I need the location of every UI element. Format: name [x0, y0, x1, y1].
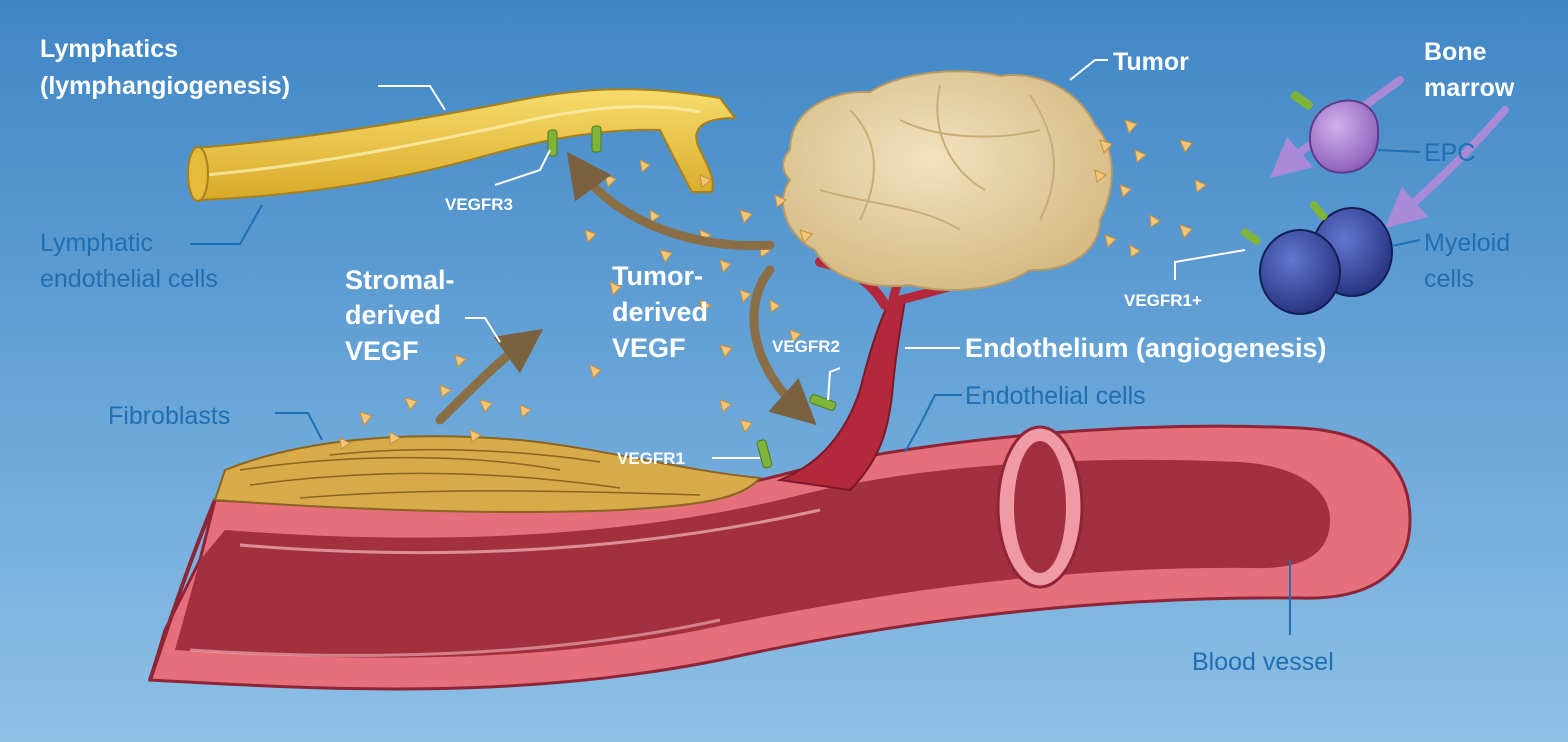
- label-derived-2: derived: [612, 297, 708, 327]
- label-derived-1: derived: [345, 300, 441, 330]
- label-blood-vessel: Blood vessel: [1192, 648, 1334, 676]
- label-stromal-vegf: VEGF: [345, 336, 419, 366]
- label-lymphatics: Lymphatics: [40, 35, 178, 63]
- tumor: [783, 71, 1112, 290]
- label-bone: Bone: [1424, 38, 1487, 66]
- label-vegfr1plus: VEGFR1+: [1124, 291, 1202, 310]
- label-lymphatic-endothelial-cells: endothelial cells: [40, 265, 218, 293]
- label-tumor-vegf: VEGF: [612, 333, 686, 363]
- label-vegfr1: VEGFR1: [617, 449, 685, 468]
- label-vegfr2: VEGFR2: [772, 337, 840, 356]
- label-stromal: Stromal-: [345, 265, 455, 295]
- label-marrow: marrow: [1424, 74, 1515, 102]
- label-fibroblasts: Fibroblasts: [108, 402, 230, 430]
- label-lymphangiogenesis: (lymphangiogenesis): [40, 72, 290, 100]
- label-vegfr3: VEGFR3: [445, 195, 513, 214]
- label-myeloid-cells: cells: [1424, 265, 1474, 293]
- label-myeloid: Myeloid: [1424, 229, 1510, 257]
- label-endothelial-cells: Endothelial cells: [965, 382, 1146, 410]
- label-endothelium: Endothelium (angiogenesis): [965, 333, 1327, 363]
- label-tumor-derived: Tumor-: [612, 261, 703, 291]
- label-tumor: Tumor: [1113, 48, 1189, 76]
- label-lymphatic: Lymphatic: [40, 229, 153, 257]
- label-epc: EPC: [1424, 139, 1475, 167]
